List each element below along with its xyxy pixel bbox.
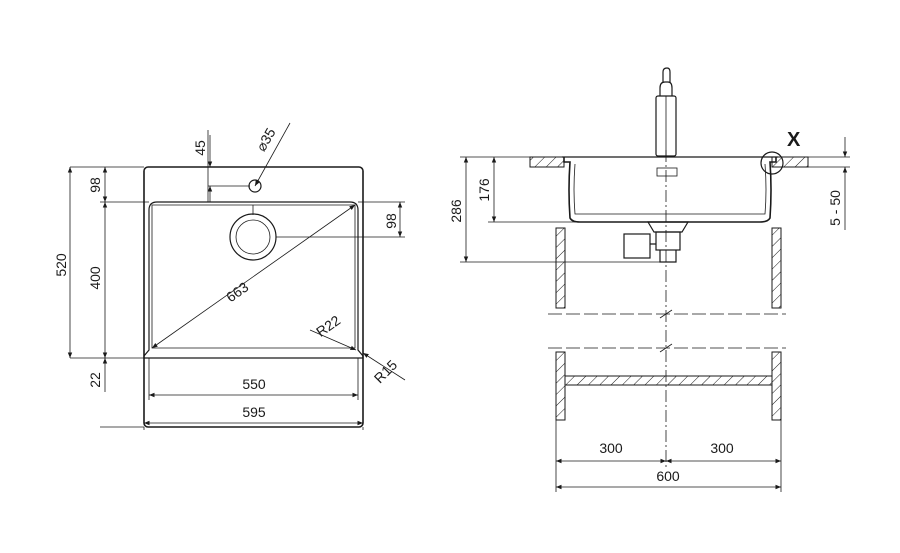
faucet-offset-dim: 45 <box>192 140 208 156</box>
sink-section <box>563 157 777 223</box>
drain-offset-dim: 98 <box>383 213 399 229</box>
overall-depth-dim: 520 <box>53 253 69 277</box>
detail-marker: X <box>787 129 801 151</box>
top-view: 45 ⌀35 520 98 400 22 98 663 R22 R15 550 … <box>53 122 406 430</box>
sink-outline <box>143 166 364 428</box>
overall-width-dim: 595 <box>242 404 266 420</box>
rim-front-dim: 98 <box>87 177 103 193</box>
diagonal-dim: 663 <box>223 279 251 306</box>
worktop-right <box>771 156 809 168</box>
cabinet <box>548 227 786 421</box>
worktop-thickness-dim: 5 - 50 <box>827 190 843 226</box>
worktop-left <box>529 156 565 168</box>
bowl-outline <box>143 201 364 359</box>
drain-outer <box>229 213 277 261</box>
detail-circle <box>760 151 784 175</box>
section-view: X 286 176 5 - 50 300 <box>448 67 850 492</box>
faucet <box>655 67 678 177</box>
front-rim-dim: 22 <box>87 372 103 388</box>
overall-height-dim: 286 <box>448 199 464 223</box>
bowl-depth-dim: 400 <box>87 266 103 290</box>
cabinet-shelf <box>564 375 773 386</box>
bowl-height-dim: 176 <box>476 178 492 202</box>
cabinet-width-dim: 600 <box>656 468 680 484</box>
bowl-width-dim: 550 <box>242 376 266 392</box>
cabinet-left-dim: 300 <box>599 440 623 456</box>
inner-radius-dim: R22 <box>313 312 343 340</box>
drain-trap <box>623 221 690 263</box>
diagonal-line <box>151 204 356 349</box>
cabinet-right-dim: 300 <box>710 440 734 456</box>
drain-inner <box>235 219 271 255</box>
